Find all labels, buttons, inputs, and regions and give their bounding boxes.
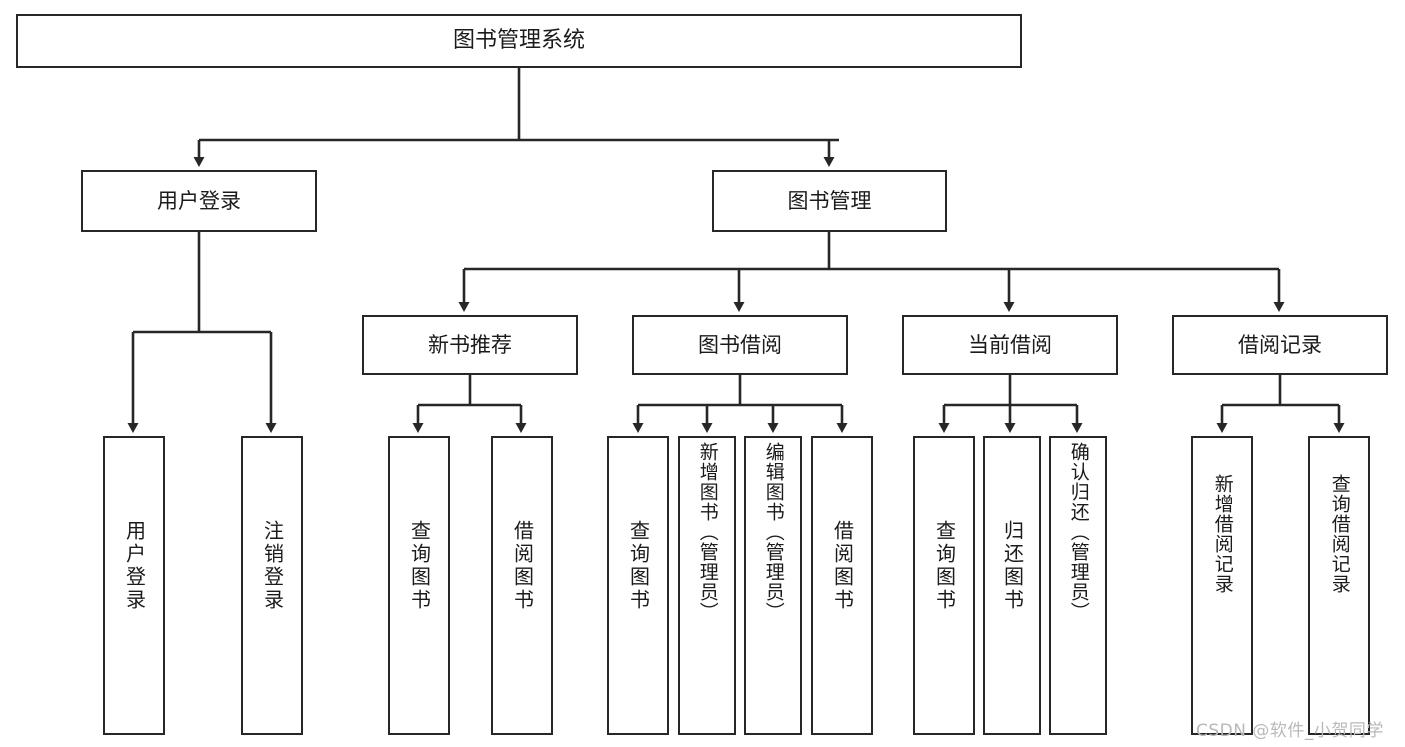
leaf-borrow-record-add[interactable]: 新增借阅记录 — [1191, 436, 1253, 735]
node-label: 编辑图书（管理员） — [762, 442, 785, 622]
node-label: 图书管理系统 — [452, 28, 585, 54]
node-label: 查询借阅记录 — [1328, 474, 1351, 594]
node-label: 确认归还（管理员） — [1067, 442, 1090, 622]
csdn-watermark: CSDN @软件_小贺同学 — [1196, 721, 1384, 741]
node-label: 用户登录 — [157, 188, 241, 213]
node-book-management[interactable]: 图书管理 — [712, 170, 947, 232]
leaf-user-login-login[interactable]: 用户登录 — [103, 436, 165, 735]
node-label: 归还图书 — [1000, 520, 1025, 612]
leaf-book-borrow-borrow[interactable]: 借阅图书 — [811, 436, 873, 735]
node-label: 借阅记录 — [1238, 332, 1322, 357]
leaf-book-borrow-query[interactable]: 查询图书 — [607, 436, 669, 735]
node-label: 借阅图书 — [830, 520, 855, 612]
node-book-borrow[interactable]: 图书借阅 — [632, 315, 848, 375]
leaf-current-borrow-return[interactable]: 归还图书 — [983, 436, 1041, 735]
node-new-book-recommend[interactable]: 新书推荐 — [362, 315, 578, 375]
node-user-login[interactable]: 用户登录 — [81, 170, 317, 232]
node-root-system[interactable]: 图书管理系统 — [16, 14, 1022, 68]
node-label: 图书管理 — [787, 188, 872, 213]
node-label: 查询图书 — [932, 520, 957, 612]
leaf-user-login-logout[interactable]: 注销登录 — [241, 436, 303, 735]
leaf-new-book-borrow[interactable]: 借阅图书 — [491, 436, 553, 735]
leaf-book-borrow-edit[interactable]: 编辑图书（管理员） — [744, 436, 802, 735]
leaf-new-book-query[interactable]: 查询图书 — [388, 436, 450, 735]
node-label: 用户登录 — [122, 520, 147, 612]
node-label: 图书借阅 — [698, 332, 782, 357]
leaf-current-borrow-confirm[interactable]: 确认归还（管理员） — [1049, 436, 1107, 735]
node-label: 新增图书（管理员） — [696, 442, 719, 622]
node-label: 查询图书 — [407, 520, 432, 612]
node-label: 借阅图书 — [510, 520, 535, 612]
node-label: 查询图书 — [626, 520, 651, 612]
node-label: 当前借阅 — [968, 332, 1052, 357]
node-label: 新增借阅记录 — [1211, 474, 1234, 594]
node-label: 新书推荐 — [428, 332, 512, 357]
leaf-current-borrow-query[interactable]: 查询图书 — [913, 436, 975, 735]
node-borrow-record[interactable]: 借阅记录 — [1172, 315, 1388, 375]
leaf-book-borrow-add[interactable]: 新增图书（管理员） — [678, 436, 736, 735]
leaf-borrow-record-query[interactable]: 查询借阅记录 — [1308, 436, 1370, 735]
node-current-borrow[interactable]: 当前借阅 — [902, 315, 1118, 375]
node-label: 注销登录 — [260, 520, 285, 612]
